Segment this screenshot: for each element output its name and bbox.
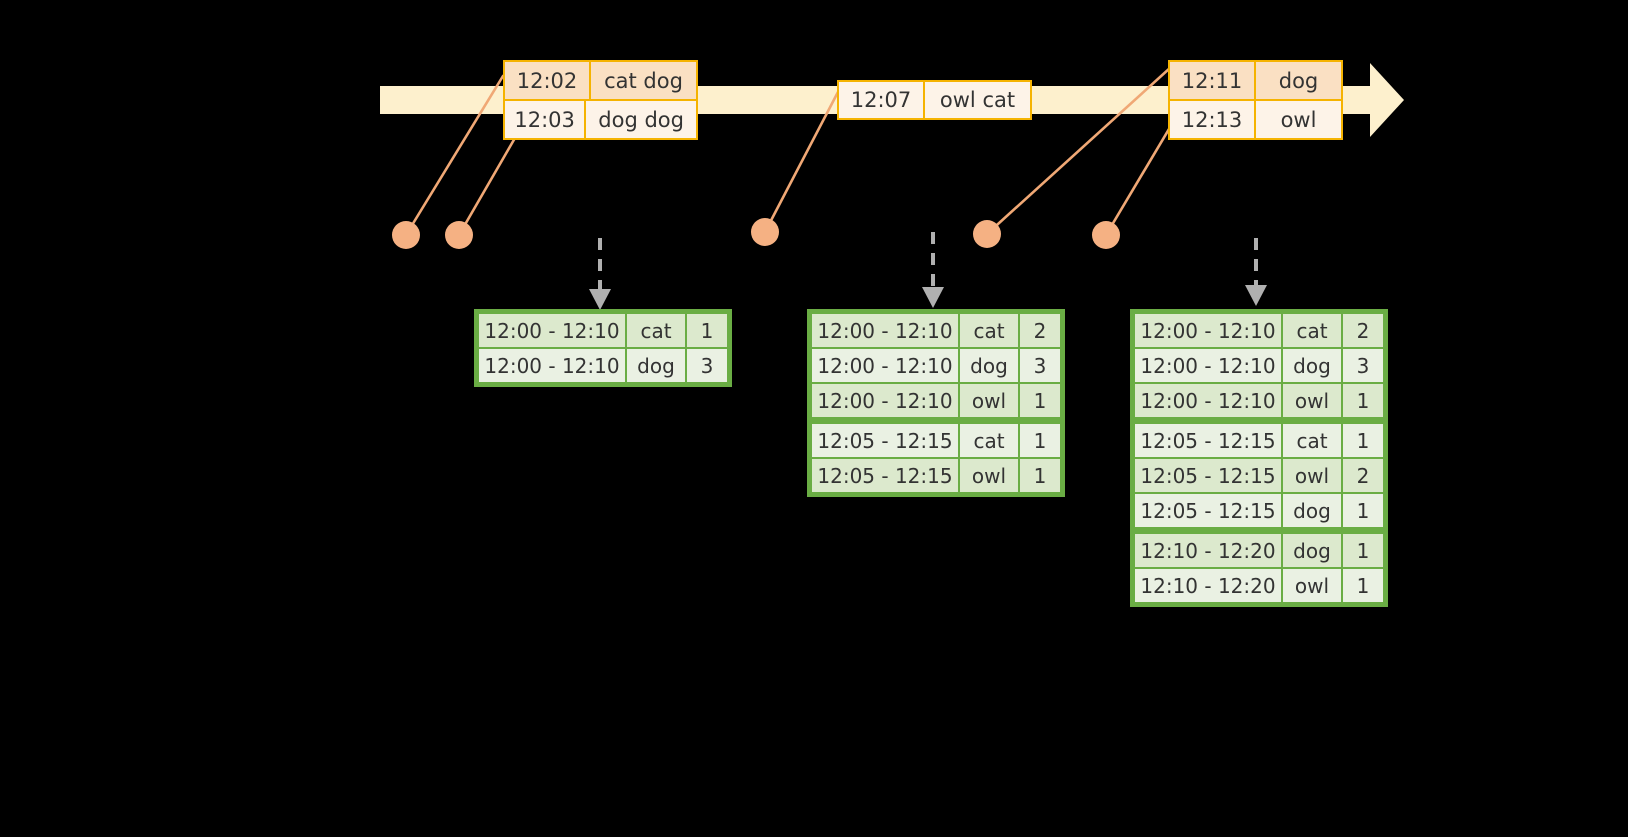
count-cell: 1 xyxy=(1343,424,1383,457)
window-cell: 12:05 - 12:15 xyxy=(1135,494,1281,527)
key-cell: cat xyxy=(1283,424,1341,457)
key-cell: dog xyxy=(1283,534,1341,567)
key-cell: owl xyxy=(960,384,1018,417)
window-cell: 12:00 - 12:10 xyxy=(1135,349,1281,382)
count-cell: 2 xyxy=(1343,314,1383,347)
count-cell: 1 xyxy=(1020,459,1060,492)
event-row[interactable]: 12:11 dog xyxy=(1170,62,1341,99)
window-cell: 12:00 - 12:10 xyxy=(812,349,958,382)
key-cell: cat xyxy=(960,424,1018,457)
window-cell: 12:00 - 12:10 xyxy=(812,314,958,347)
window-group-separator xyxy=(812,419,1060,422)
window-cell: 12:00 - 12:10 xyxy=(1135,314,1281,347)
down-arrow-icon xyxy=(922,232,944,308)
connector-dot xyxy=(1092,221,1120,249)
down-arrow-icon xyxy=(589,238,611,310)
event-group-3[interactable]: 12:11 dog 12:13 owl xyxy=(1168,60,1343,140)
count-cell: 3 xyxy=(1020,349,1060,382)
event-row[interactable]: 12:03 dog dog xyxy=(505,99,696,138)
count-cell: 1 xyxy=(687,314,727,347)
down-arrow-icon xyxy=(1245,238,1267,306)
window-group-separator xyxy=(1135,529,1383,532)
count-cell: 1 xyxy=(1020,384,1060,417)
connector-dot xyxy=(392,221,420,249)
event-group-1[interactable]: 12:02 cat dog 12:03 dog dog xyxy=(503,60,698,140)
count-cell: 1 xyxy=(1343,494,1383,527)
key-cell: owl xyxy=(1283,569,1341,602)
key-cell: cat xyxy=(627,314,685,347)
key-cell: dog xyxy=(1283,494,1341,527)
event-text: owl xyxy=(1256,101,1341,138)
key-cell: owl xyxy=(1283,384,1341,417)
key-cell: cat xyxy=(1283,314,1341,347)
event-time: 12:11 xyxy=(1170,62,1256,99)
key-cell: cat xyxy=(960,314,1018,347)
key-cell: dog xyxy=(627,349,685,382)
window-cell: 12:05 - 12:15 xyxy=(812,459,958,492)
key-cell: dog xyxy=(1283,349,1341,382)
count-cell: 3 xyxy=(1343,349,1383,382)
event-time: 12:13 xyxy=(1170,101,1256,138)
window-cell: 12:05 - 12:15 xyxy=(1135,424,1281,457)
event-text: dog dog xyxy=(586,101,696,138)
event-row[interactable]: 12:13 owl xyxy=(1170,99,1341,138)
count-cell: 2 xyxy=(1020,314,1060,347)
connector-dots xyxy=(392,218,1120,249)
key-cell: dog xyxy=(960,349,1018,382)
event-row[interactable]: 12:07 owl cat xyxy=(839,82,1030,118)
window-cell: 12:00 - 12:10 xyxy=(479,349,625,382)
event-text: dog xyxy=(1256,62,1341,99)
event-row[interactable]: 12:02 cat dog xyxy=(505,62,696,99)
window-cell: 12:10 - 12:20 xyxy=(1135,534,1281,567)
count-cell: 1 xyxy=(1343,384,1383,417)
event-time: 12:03 xyxy=(505,101,587,138)
count-cell: 2 xyxy=(1343,459,1383,492)
key-cell: owl xyxy=(1283,459,1341,492)
event-group-2[interactable]: 12:07 owl cat xyxy=(837,80,1032,120)
event-text: cat dog xyxy=(591,62,696,99)
connector-dot xyxy=(973,220,1001,248)
key-cell: owl xyxy=(960,459,1018,492)
event-time: 12:02 xyxy=(505,62,591,99)
event-text: owl cat xyxy=(925,82,1030,118)
window-cell: 12:05 - 12:15 xyxy=(1135,459,1281,492)
count-cell: 1 xyxy=(1343,534,1383,567)
window-cell: 12:10 - 12:20 xyxy=(1135,569,1281,602)
window-cell: 12:00 - 12:10 xyxy=(812,384,958,417)
event-time: 12:07 xyxy=(839,82,925,118)
window-group-separator xyxy=(1135,419,1383,422)
count-cell: 1 xyxy=(1020,424,1060,457)
connector-dot xyxy=(751,218,779,246)
window-cell: 12:05 - 12:15 xyxy=(812,424,958,457)
down-arrows xyxy=(589,232,1267,310)
window-cell: 12:00 - 12:10 xyxy=(1135,384,1281,417)
count-cell: 1 xyxy=(1343,569,1383,602)
count-cell: 3 xyxy=(687,349,727,382)
window-cell: 12:00 - 12:10 xyxy=(479,314,625,347)
connector-dot xyxy=(445,221,473,249)
